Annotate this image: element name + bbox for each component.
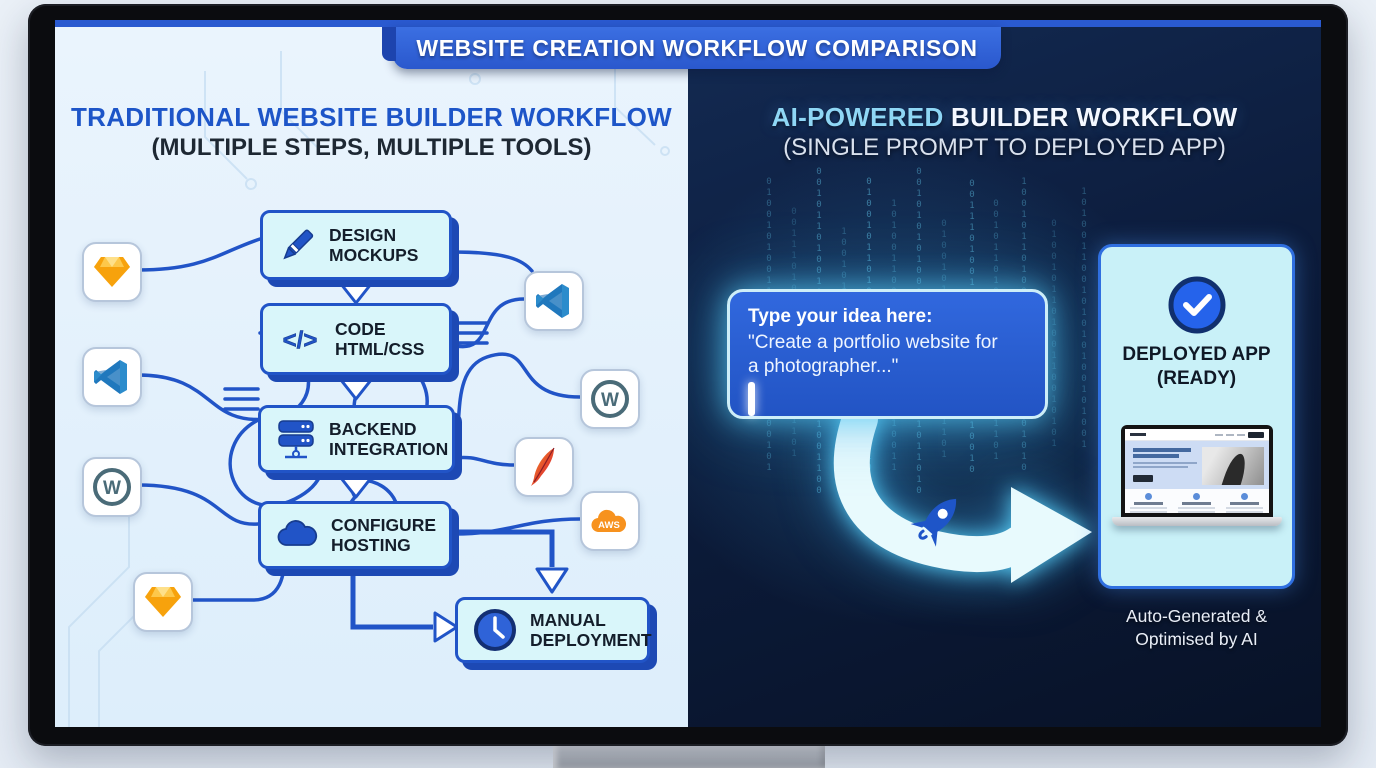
step-label: CODE HTML/CSS bbox=[335, 318, 425, 359]
tool-tile: AWS bbox=[580, 491, 640, 551]
step-label: MANUAL DEPLOYMENT bbox=[530, 609, 652, 650]
laptop-mockup bbox=[1111, 425, 1282, 526]
server-icon bbox=[278, 420, 314, 459]
mock-photo bbox=[1201, 447, 1264, 485]
title-banner: WEBSITE CREATION WORKFLOW COMPARISON bbox=[382, 27, 1001, 69]
pencil-icon bbox=[283, 229, 314, 260]
step-label: CONFIGURE HOSTING bbox=[331, 514, 436, 555]
check-badge bbox=[1167, 275, 1227, 340]
mock-navbar bbox=[1124, 429, 1269, 441]
heading-accent: AI-POWERED bbox=[771, 102, 944, 132]
mock-features bbox=[1124, 489, 1269, 513]
ai-caption: Auto-Generated & Optimised by AI bbox=[1125, 606, 1268, 649]
prompt-text-line1: "Create a portfolio website for bbox=[748, 332, 998, 353]
aws-cloud-icon: AWS bbox=[591, 509, 627, 533]
laptop-base bbox=[1111, 517, 1282, 526]
prompt-text-line2: a photographer..." bbox=[748, 355, 899, 377]
apache-feather-icon bbox=[531, 447, 555, 486]
infographic-screen: TRADITIONAL WEBSITE BUILDER WORKFLOW (MU… bbox=[55, 20, 1321, 727]
mock-cta-button bbox=[1247, 431, 1264, 438]
monitor-stand bbox=[553, 742, 825, 768]
tool-tile bbox=[524, 271, 584, 331]
mock-hero bbox=[1124, 441, 1269, 489]
tool-tile bbox=[514, 437, 574, 497]
tool-tile: W bbox=[580, 369, 640, 429]
tool-tile: W bbox=[82, 457, 142, 517]
deployed-app-title: DEPLOYED APP (READY) bbox=[1122, 344, 1271, 389]
left-panel-heading: TRADITIONAL WEBSITE BUILDER WORKFLOW bbox=[70, 102, 673, 132]
right-panel-heading: AI-POWERED BUILDER WORKFLOW bbox=[688, 102, 1321, 133]
wordpress-icon: W bbox=[93, 468, 131, 506]
step-design-mockups: DESIGN MOCKUPS bbox=[260, 210, 452, 280]
wordpress-icon: W bbox=[591, 380, 629, 418]
step-label: DESIGN MOCKUPS bbox=[329, 224, 419, 265]
svg-text:AWS: AWS bbox=[598, 520, 620, 531]
sketch-icon bbox=[94, 257, 130, 287]
prompt-label: Type your idea here: bbox=[748, 306, 933, 327]
step-backend-integration: BACKEND INTEGRATION bbox=[258, 405, 455, 473]
vscode-icon bbox=[536, 284, 569, 318]
step-label: BACKEND INTEGRATION bbox=[329, 418, 449, 459]
rocket-icon bbox=[910, 498, 957, 547]
curved-arrow bbox=[833, 401, 1092, 583]
code-icon: </> bbox=[282, 327, 318, 355]
cursor-caret bbox=[748, 382, 755, 416]
mock-hero-button bbox=[1132, 475, 1153, 482]
svg-text:</>: </> bbox=[283, 327, 318, 354]
banner-title: WEBSITE CREATION WORKFLOW COMPARISON bbox=[416, 34, 978, 61]
clock-icon bbox=[474, 609, 516, 651]
ai-workflow-panel: 0 1 0 0 1 0 1 0 0 1 1 1 0 1 0 0 1 0 1 1 … bbox=[688, 27, 1321, 727]
sketch-icon bbox=[145, 587, 181, 617]
check-icon bbox=[1168, 276, 1225, 334]
generated-website-preview bbox=[1124, 429, 1269, 513]
tool-tile bbox=[82, 347, 142, 407]
step-manual-deployment: MANUAL DEPLOYMENT bbox=[455, 597, 652, 663]
step-configure-hosting: CONFIGURE HOSTING bbox=[258, 501, 452, 569]
right-panel-subheading: (SINGLE PROMPT TO DEPLOYED APP) bbox=[783, 134, 1226, 161]
left-panel-subheading: (MULTIPLE STEPS, MULTIPLE TOOLS) bbox=[151, 134, 592, 161]
heading-rest: BUILDER WORKFLOW bbox=[943, 102, 1238, 132]
svg-text:W: W bbox=[103, 478, 121, 499]
vscode-icon bbox=[94, 360, 127, 394]
deployed-app-card: DEPLOYED APP (READY) bbox=[1098, 244, 1295, 589]
laptop-screen bbox=[1120, 425, 1273, 517]
tool-tile bbox=[133, 572, 193, 632]
cloud-icon bbox=[277, 520, 318, 546]
svg-text:W: W bbox=[601, 390, 619, 411]
traditional-workflow-panel: TRADITIONAL WEBSITE BUILDER WORKFLOW (MU… bbox=[55, 27, 688, 727]
monitor-frame: TRADITIONAL WEBSITE BUILDER WORKFLOW (MU… bbox=[28, 4, 1348, 746]
top-accent-strip bbox=[55, 20, 1321, 27]
tool-tile bbox=[82, 242, 142, 302]
step-code-htmlcss: </> CODE HTML/CSS bbox=[260, 303, 452, 375]
prompt-input-box[interactable]: Type your idea here: "Create a portfolio… bbox=[727, 289, 1048, 419]
